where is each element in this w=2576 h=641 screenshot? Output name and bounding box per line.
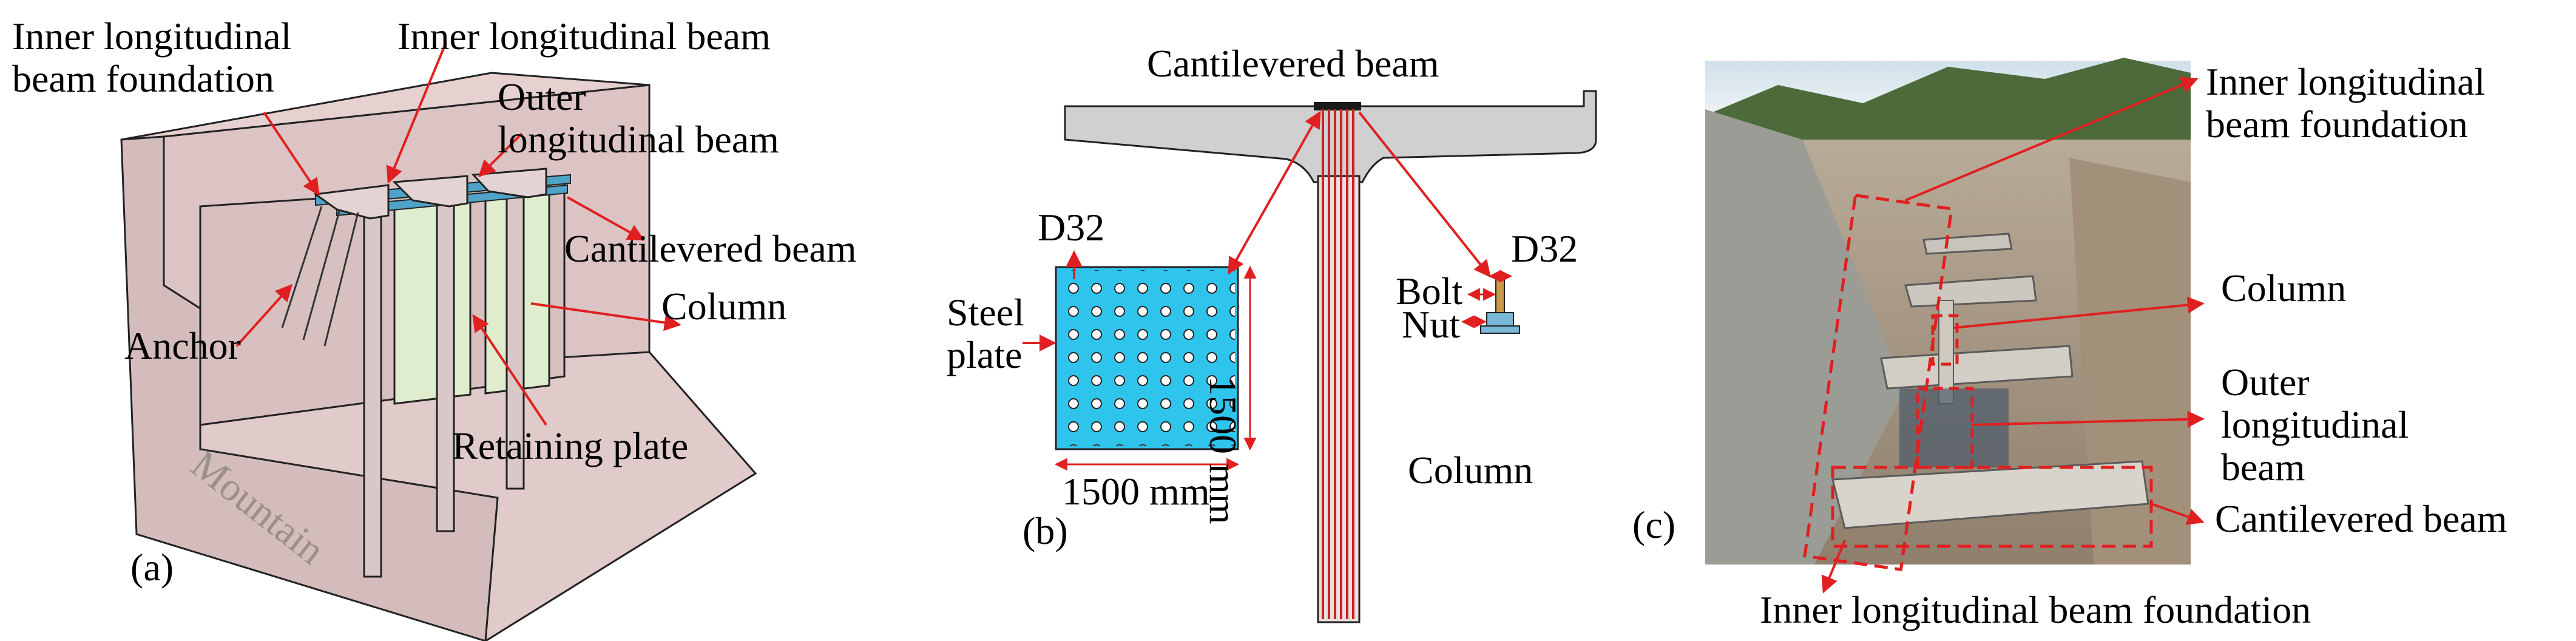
panel-c-tag: (c) — [1632, 503, 1676, 546]
label-nut: Nut — [1402, 303, 1460, 346]
label-c-column: Column — [2221, 266, 2347, 310]
label-cantilevered-beam-b: Cantilevered beam — [1147, 42, 1439, 85]
column-2 — [436, 202, 455, 532]
label-anchor: Anchor — [124, 324, 241, 367]
cantilever-beam-1 — [313, 184, 390, 220]
photo-beam-4 — [1922, 232, 2013, 255]
panel-b-connection-detail: Cantilevered beam D32 Steel plate 1500 m… — [947, 0, 1705, 641]
label-cantilevered-beam: Cantilevered beam — [564, 227, 857, 270]
label-column: Column — [661, 285, 787, 328]
arrow-c-foundation-top — [1905, 76, 2199, 202]
photo-column — [1938, 300, 1954, 404]
cantilever-beam-2 — [392, 175, 468, 208]
arrow-inner-beam-foundation — [263, 111, 320, 196]
site-photo — [1705, 58, 2205, 594]
photo-right-area — [2069, 158, 2191, 565]
arrow-c-outer-beam — [1972, 410, 2205, 428]
arrow-anchor — [235, 283, 292, 347]
highlight-box-cantilever — [1831, 466, 2153, 548]
retaining-plate-1 — [393, 199, 472, 405]
bolt-base — [1480, 325, 1520, 334]
label-c-foundation-top: Inner longitudinal beam foundation — [2206, 60, 2486, 146]
label-steel-plate: Steel plate — [947, 291, 1024, 376]
arrow-outer-beam — [478, 132, 523, 177]
label-c-outer-beam: Outer longitudinal beam — [2221, 361, 2409, 489]
photo-trench — [1899, 388, 2009, 467]
anchor-line-1 — [281, 206, 323, 328]
photo-beam-2 — [1880, 345, 2074, 390]
panel-b-tag: (b) — [1023, 509, 1068, 552]
column-rebars — [1322, 109, 1354, 619]
label-c-foundation-bottom: Inner longitudinal beam foundation — [1760, 588, 2311, 631]
arrow-c-foundation-bottom — [1821, 540, 1846, 594]
panel-a-drawing — [120, 42, 757, 641]
label-dim-horizontal: 1500 mm — [1062, 470, 1210, 513]
column-3 — [505, 196, 525, 490]
arrow-retaining-plate — [472, 314, 547, 426]
column-1 — [363, 205, 382, 578]
arrow-inner-beam — [386, 42, 447, 184]
photo-left-slope — [1705, 109, 1905, 565]
arrow-beam-to-bolt — [1358, 111, 1491, 278]
mountain-bench — [199, 351, 757, 641]
panel-c-site-photo: Inner longitudinal beam foundation Colum… — [1632, 0, 2576, 641]
arrow-plate-to-beam — [1228, 110, 1321, 275]
steel-plate-bolt-holes — [1059, 270, 1235, 446]
label-inner-beam-foundation: Inner longitudinal beam foundation — [12, 15, 292, 100]
panel-b-drawing — [1023, 90, 1597, 623]
highlight-box-column — [1931, 314, 1959, 366]
panel-a-tag: (a) — [130, 546, 174, 589]
label-d32-plate: D32 — [1038, 206, 1105, 249]
label-retaining-plate: Retaining plate — [452, 424, 689, 467]
anchor-line-2 — [302, 209, 341, 341]
arrow-column — [530, 302, 681, 331]
nut-body — [1486, 312, 1514, 327]
label-outer-beam: Outer longitudinal beam — [498, 75, 779, 161]
label-c-cantilever: Cantilevered beam — [2215, 497, 2507, 540]
anchor-line-3 — [323, 212, 359, 347]
beam-top-plate — [1314, 102, 1361, 110]
label-column-b: Column — [1408, 449, 1533, 492]
label-d32-bolt: D32 — [1511, 227, 1578, 270]
label-bolt: Bolt — [1396, 270, 1463, 313]
arrow-c-column — [1953, 296, 2205, 329]
panel-a-3d-structure: Inner longitudinal beam foundation Inner… — [0, 0, 947, 641]
arrow-cantilevered-beam — [567, 196, 645, 241]
arrow-c-cantilever — [2151, 503, 2205, 525]
label-inner-beam: Inner longitudinal beam — [397, 15, 771, 58]
